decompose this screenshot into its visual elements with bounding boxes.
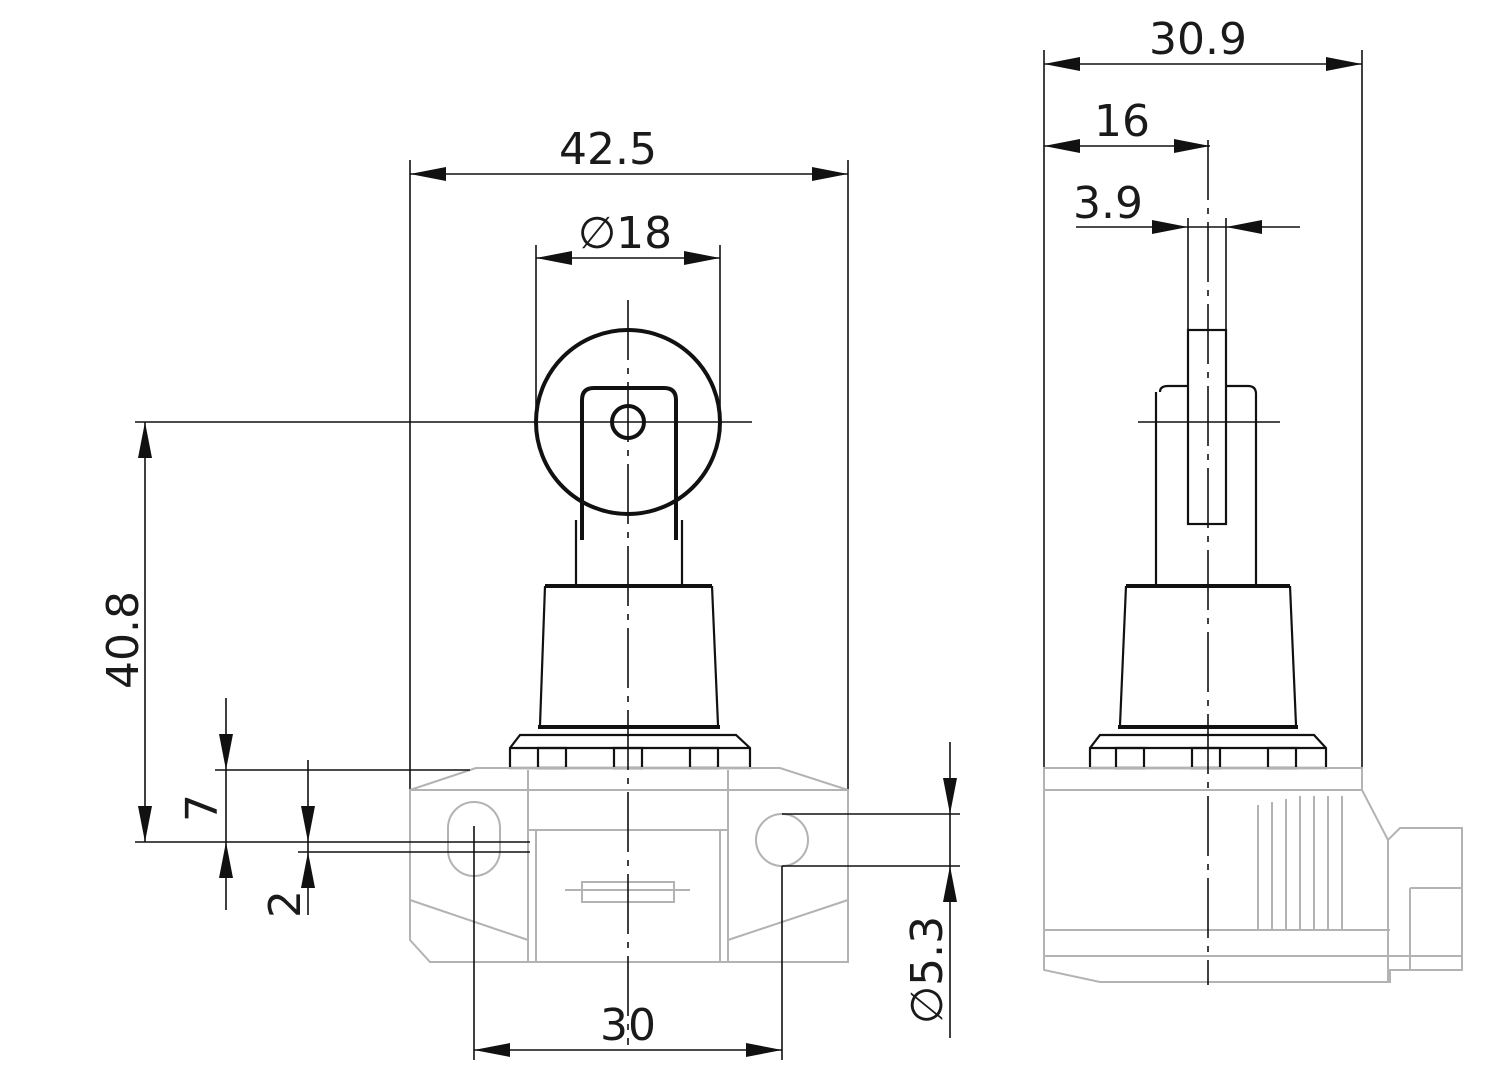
dim-roller-diameter: ∅18 (578, 208, 672, 259)
dim-2: 2 (260, 890, 311, 918)
dim-30: 30 (600, 1000, 656, 1051)
mounting-nut (508, 733, 752, 770)
lever-arm (580, 386, 678, 540)
dim-hole-diameter: ∅5.3 (902, 916, 953, 1024)
side-view: 30.9 16 3.9 (1043, 14, 1463, 985)
front-view: 42.5 ∅18 40.8 7 2 30 (98, 124, 960, 1060)
dim-7: 7 (177, 794, 228, 822)
dim-40-8: 40.8 (98, 591, 149, 689)
dim-3-9: 3.9 (1073, 178, 1143, 229)
dim-30-9: 30.9 (1149, 14, 1247, 65)
dim-42-5: 42.5 (559, 124, 657, 175)
roller-edge (1186, 328, 1228, 526)
dim-16: 16 (1094, 96, 1150, 147)
side-housing (1043, 767, 1463, 983)
